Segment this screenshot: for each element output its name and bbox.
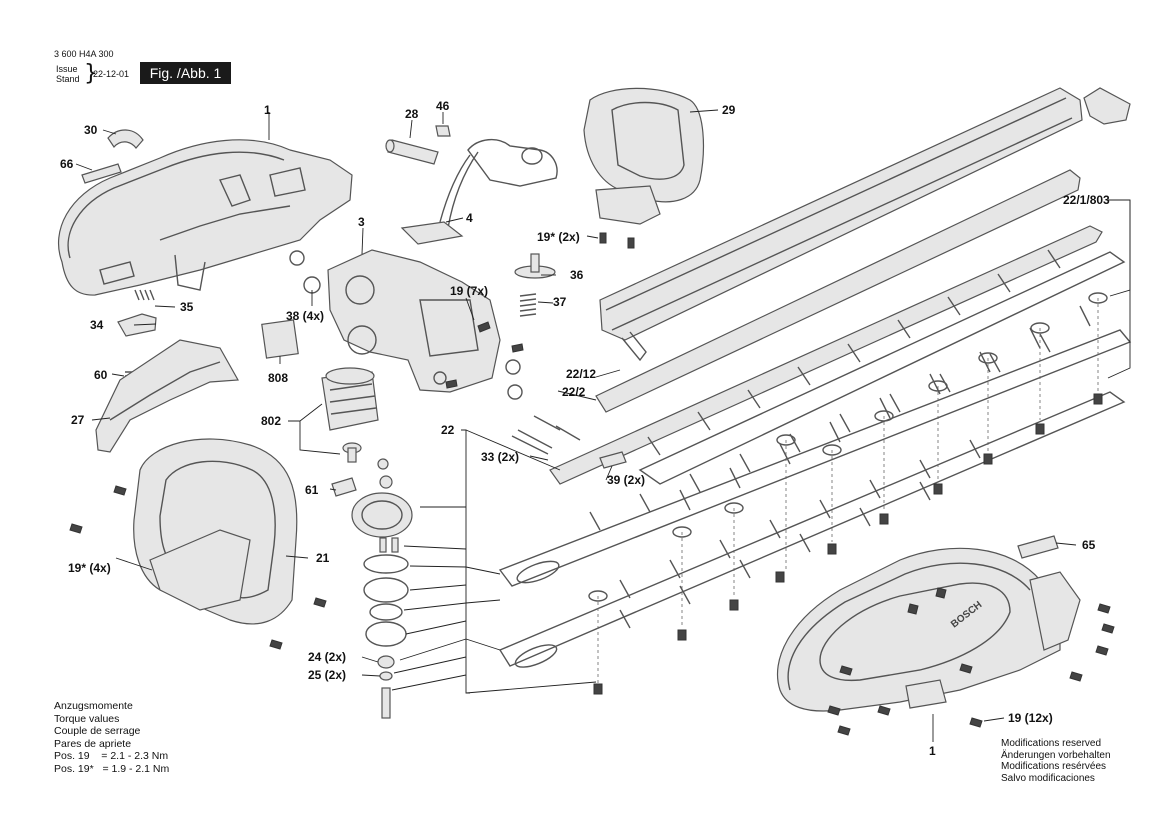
gear-stack [351, 458, 413, 719]
callout-19-12x: 19 (12x) [1008, 711, 1053, 725]
part-38-washer-c [505, 359, 521, 375]
callout-21: 21 [316, 551, 330, 565]
torque-heading-en: Torque values [54, 712, 120, 725]
callout-46: 46 [436, 99, 450, 113]
part-37-spring [519, 293, 537, 317]
screw-icons-21 [69, 485, 327, 650]
part-33-bolts [511, 415, 581, 455]
part-46-nut [435, 125, 451, 137]
callout-65: 65 [1082, 538, 1096, 552]
part-802-motor [321, 367, 379, 463]
issue-date: 22-12-01 [93, 69, 130, 79]
callout-27: 27 [71, 413, 85, 427]
callout-22-12: 22/12 [566, 367, 596, 381]
callout-1-top: 1 [264, 103, 271, 117]
callout-39-2x: 39 (2x) [607, 473, 645, 487]
issue-label: Issue [56, 64, 78, 74]
callout-37: 37 [553, 295, 567, 309]
part-22-12-rail [595, 169, 1081, 413]
part-28-capacitor [385, 139, 439, 165]
callout-1-bottom: 1 [929, 744, 936, 758]
part-66-label [81, 163, 122, 184]
blade-screws [593, 393, 1103, 695]
callout-22-1-803: 22/1/803 [1063, 193, 1110, 207]
callout-19-2x: 19* (2x) [537, 230, 580, 244]
part-38-washer-a [289, 250, 305, 266]
part-39-spacer [599, 451, 627, 469]
callout-802: 802 [261, 414, 281, 428]
callout-3: 3 [358, 215, 365, 229]
part-65-label [1017, 535, 1059, 559]
lower-housing-part [776, 547, 1081, 712]
part-21-front-handle [133, 438, 298, 625]
part-36-pin [514, 253, 556, 279]
callout-35: 35 [180, 300, 194, 314]
callout-34: 34 [90, 318, 104, 332]
callout-38-4x: 38 (4x) [286, 309, 324, 323]
callout-30: 30 [84, 123, 98, 137]
callout-66: 66 [60, 157, 74, 171]
part-61-block [331, 477, 357, 497]
part-38-washer-d [507, 384, 523, 400]
document-number: 3 600 H4A 300 [54, 49, 114, 59]
modifications-notice: Modifications reserved Änderungen vorbeh… [1001, 738, 1111, 784]
modifications-fr: Modifications resérvées [1001, 761, 1107, 772]
torque-pos-19: Pos. 19 = 2.1 - 2.3 Nm [54, 750, 169, 762]
callout-22: 22 [441, 423, 455, 437]
part-22-1-803-cap [1083, 87, 1131, 125]
callout-25-2x: 25 (2x) [308, 668, 346, 682]
callout-19-4x: 19* (4x) [68, 561, 111, 575]
part-35-spring [134, 289, 155, 301]
torque-heading-es: Pares de apriete [54, 737, 132, 750]
modifications-en: Modifications reserved [1001, 738, 1102, 749]
blade-washers [588, 292, 1108, 602]
issue-brace: } [84, 61, 98, 86]
part-29-handle-pad [583, 87, 704, 225]
blade-upper [638, 249, 1126, 511]
callout-33-2x: 33 (2x) [481, 450, 519, 464]
torque-heading-fr: Couple de serrage [54, 725, 141, 737]
stand-label: Stand [56, 74, 80, 84]
part-30-clip [107, 129, 144, 149]
figure-label: Fig. /Abb. 1 [140, 62, 231, 84]
callout-808: 808 [268, 371, 288, 385]
torque-heading-de: Anzugsmomente [54, 700, 133, 712]
leader-lines [75, 109, 1131, 742]
modifications-es: Salvo modificaciones [1001, 772, 1095, 784]
assembly-guides [597, 298, 1099, 684]
upper-housing-part [57, 139, 353, 296]
callout-19-7x: 19 (7x) [450, 284, 488, 298]
callout-61: 61 [305, 483, 319, 497]
torque-pos-19-star: Pos. 19* = 1.9 - 2.1 Nm [54, 762, 170, 775]
callout-24-2x: 24 (2x) [308, 650, 346, 664]
callout-28: 28 [405, 107, 419, 121]
callout-29: 29 [722, 103, 736, 117]
modifications-de: Änderungen vorbehalten [1001, 749, 1111, 761]
callout-22-2: 22/2 [562, 385, 586, 399]
part-22-1-803-blade-guard [599, 87, 1083, 362]
screw-icons-19-12x [827, 587, 1115, 736]
torque-values-block: Anzugsmomente Torque values Couple de se… [54, 700, 169, 775]
screw-icons-19 [445, 232, 635, 389]
part-22-2-rail [549, 225, 1103, 485]
blade-bottom [498, 391, 1126, 668]
callout-4: 4 [466, 211, 473, 225]
callout-60: 60 [94, 368, 108, 382]
part-3-gearbox [327, 249, 501, 393]
part-27-trigger [95, 339, 239, 453]
callout-36: 36 [570, 268, 584, 282]
part-808-label [261, 319, 299, 359]
blade-lower [498, 329, 1132, 599]
